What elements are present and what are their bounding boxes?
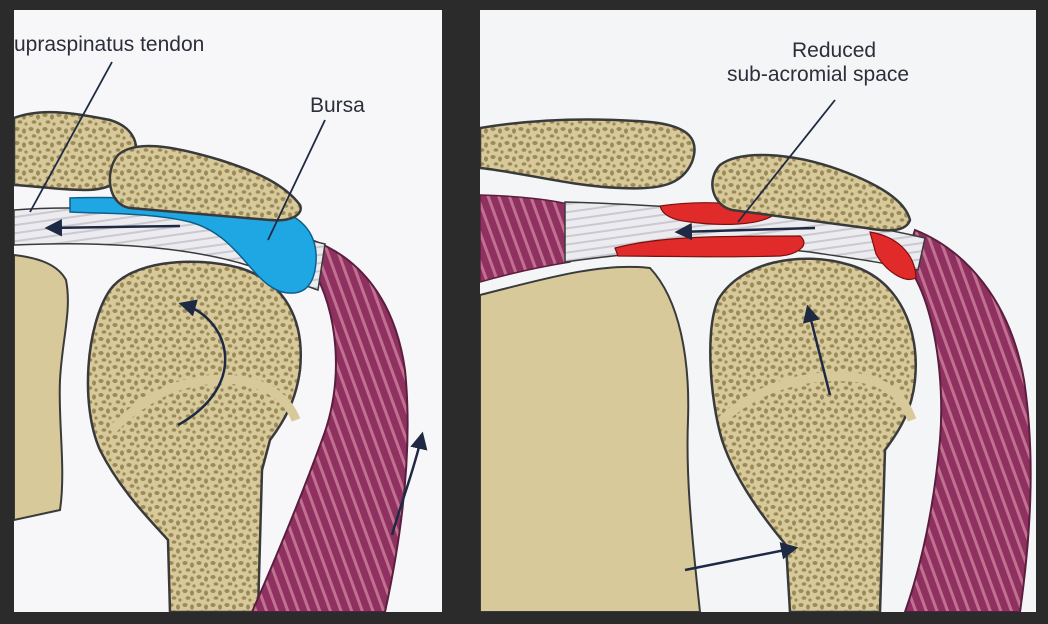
right-panel-impingement (480, 10, 1036, 612)
bursa-label: Bursa (310, 95, 365, 117)
supraspinatus-tendon-label: upraspinatus tendon (14, 34, 204, 56)
glenoid-bone (14, 255, 68, 520)
scapula-bone (480, 267, 700, 612)
reduced-label-line2: sub-acromial space (727, 64, 909, 86)
reduced-label-line1: Reduced (792, 40, 876, 62)
left-panel-healthy (14, 10, 442, 612)
